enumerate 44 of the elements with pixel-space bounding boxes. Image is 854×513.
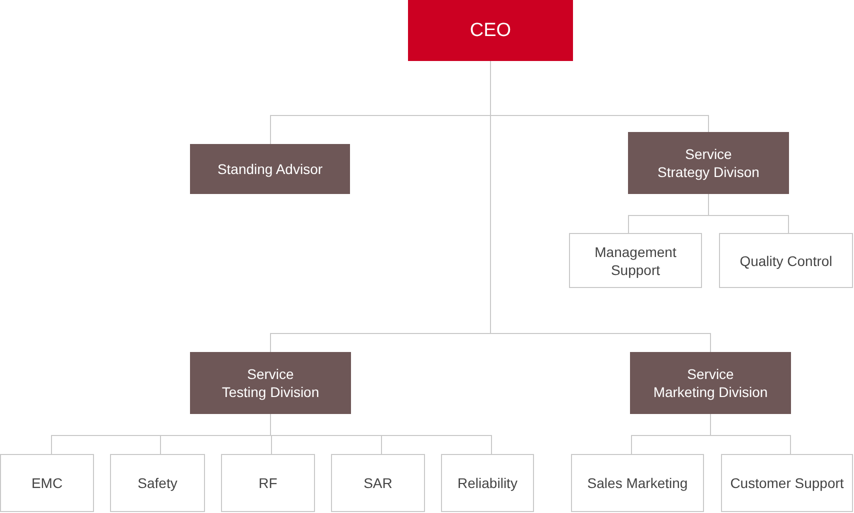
unit-name: Service Marketing Division [653,365,768,401]
connector-line [270,333,491,352]
connector-line [710,414,711,436]
unit-name: Standing Advisor [217,160,323,178]
connector-line [270,435,492,454]
connector-line [628,215,709,234]
division-box [190,352,351,414]
connector-line [490,115,709,132]
connector-line [708,215,789,234]
department-box [0,454,94,512]
department-box [331,454,425,512]
unit-name: Sales Marketing [587,474,688,492]
connector-line [490,333,711,352]
connector-line [490,115,491,334]
division-box [630,352,791,414]
unit-name: Customer Support [730,474,844,492]
unit-name: Service Strategy Divison [658,145,760,181]
connector-line [270,414,271,436]
division-box [628,132,789,194]
unit-name: RF [258,474,278,492]
unit-name: SAR [364,474,392,492]
unit-name: EMC [31,474,63,492]
connector-line [631,435,711,454]
connector-line [270,115,491,144]
connector-line [270,435,272,454]
connector-line [708,194,709,216]
connector-line [490,60,491,116]
department-box [110,454,205,512]
department-box [221,454,315,512]
unit-name: Service Testing Division [222,365,320,401]
division-box [190,144,350,194]
executive-box [408,0,573,61]
unit-name: Reliability [458,474,518,492]
connector-line [710,435,791,454]
department-box [441,454,534,512]
unit-name: Safety [138,474,178,492]
department-box [569,233,702,288]
unit-name: CEO [470,22,512,40]
department-box [721,454,853,512]
department-box [719,233,853,288]
unit-name: Quality Control [740,252,832,270]
connector-line [160,435,271,454]
unit-name: Management Support [594,242,676,278]
department-box [571,454,704,512]
